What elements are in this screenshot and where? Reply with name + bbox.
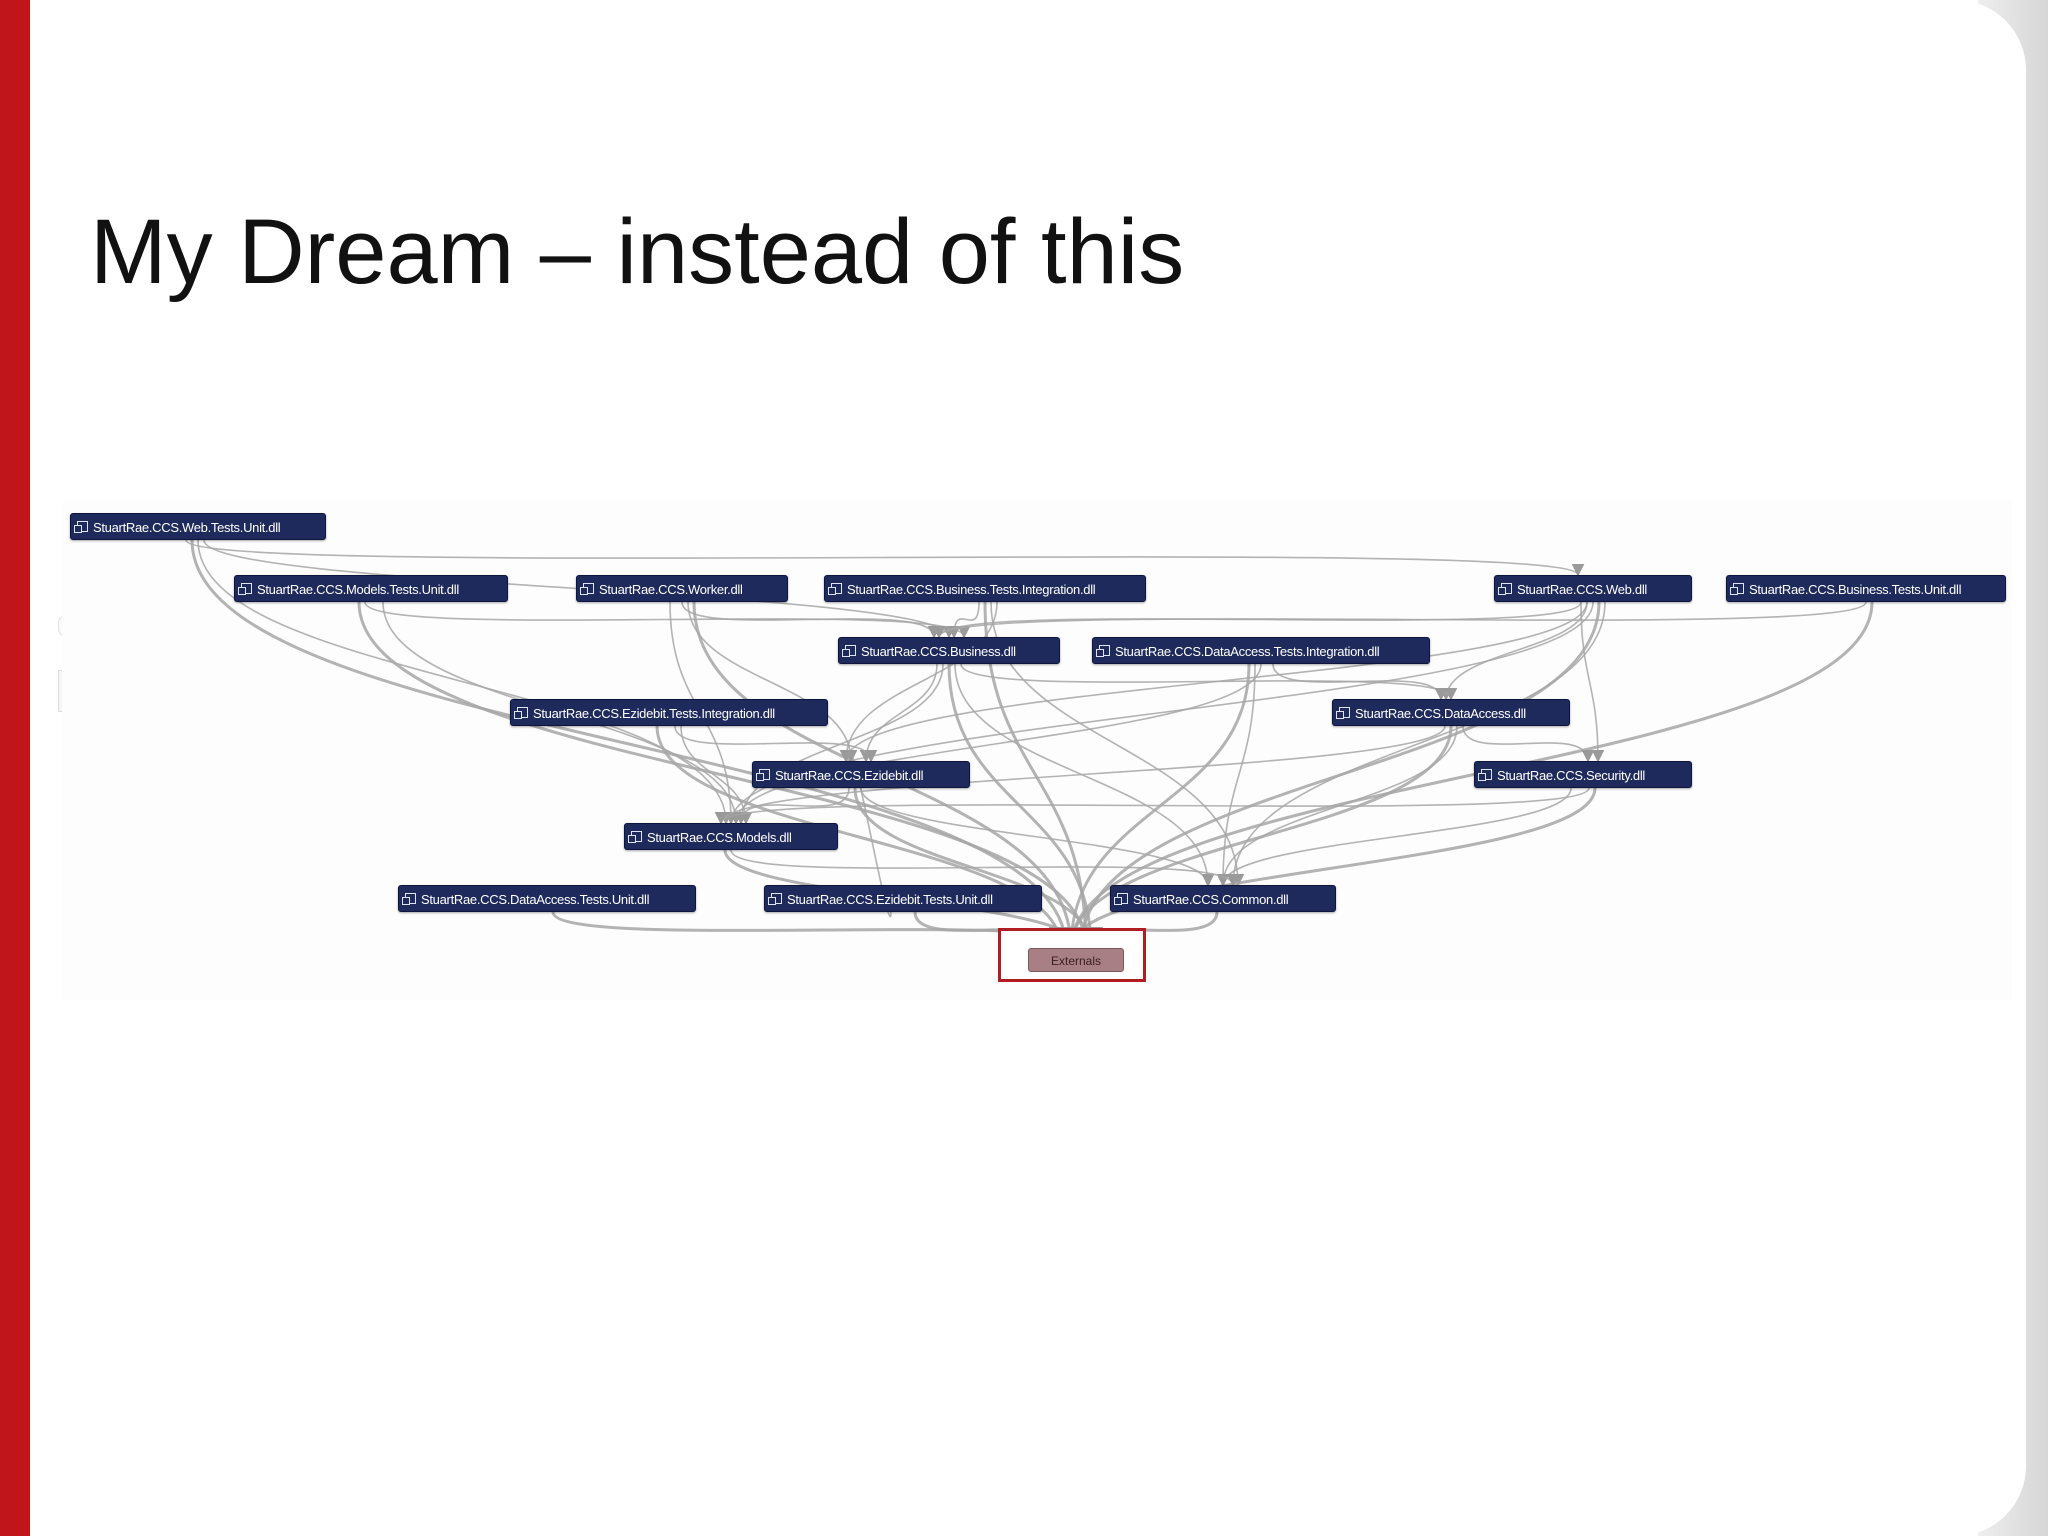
assembly-icon	[756, 769, 770, 781]
node-models-tests-unit[interactable]: StuartRae.CCS.Models.Tests.Unit.dll	[234, 575, 508, 602]
node-worker[interactable]: StuartRae.CCS.Worker.dll	[576, 575, 788, 602]
node-label: StuartRae.CCS.Models.Tests.Unit.dll	[257, 582, 459, 597]
assembly-icon	[514, 707, 528, 719]
node-label: StuartRae.CCS.Ezidebit.dll	[775, 768, 924, 783]
assembly-icon	[842, 645, 856, 657]
dependency-edge	[674, 725, 878, 763]
assembly-icon	[580, 583, 594, 595]
dependency-edge	[947, 663, 1103, 951]
node-label: StuartRae.CCS.Security.dll	[1497, 768, 1646, 783]
node-security[interactable]: StuartRae.CCS.Security.dll	[1474, 761, 1692, 788]
node-web[interactable]: StuartRae.CCS.Web.dll	[1494, 575, 1692, 602]
dependency-edge	[932, 601, 1867, 639]
node-label: Externals	[1050, 954, 1102, 968]
assembly-icon	[402, 893, 416, 905]
slide-title: My Dream – instead of this	[90, 201, 1185, 303]
node-business[interactable]: StuartRae.CCS.Business.dll	[838, 637, 1060, 664]
assembly-icon	[238, 583, 252, 595]
dependency-edge	[859, 663, 938, 763]
node-common[interactable]: StuartRae.CCS.Common.dll	[1110, 885, 1336, 912]
node-business-tests-unit[interactable]: StuartRae.CCS.Business.Tests.Unit.dll	[1726, 575, 2006, 602]
dependency-edge	[190, 539, 1078, 951]
assembly-icon	[768, 893, 782, 905]
dependency-edge	[730, 849, 1240, 887]
node-dataaccess-tests-integration[interactable]: StuartRae.CCS.DataAccess.Tests.Integrati…	[1092, 637, 1430, 664]
node-ezidebit-tests-unit[interactable]: StuartRae.CCS.Ezidebit.Tests.Unit.dll	[764, 885, 1042, 912]
node-label: StuartRae.CCS.Web.dll	[1517, 582, 1648, 597]
dependency-edge	[1580, 601, 1605, 763]
dependency-edge	[714, 787, 1590, 825]
dependency-graph: StuartRae.CCS.Web.Tests.Unit.dll StuartR…	[62, 500, 2012, 1000]
assembly-icon	[1730, 583, 1744, 595]
dependency-edge	[844, 749, 892, 918]
dependency-edge	[1272, 663, 1448, 701]
assembly-icon	[1096, 645, 1110, 657]
node-dataaccess[interactable]: StuartRae.CCS.DataAccess.dll	[1332, 699, 1570, 726]
node-label: StuartRae.CCS.Business.dll	[861, 644, 1016, 659]
dependency-edge	[839, 601, 998, 763]
dependency-edge	[364, 601, 971, 639]
assembly-icon	[828, 583, 842, 595]
node-label: StuartRae.CCS.Worker.dll	[599, 582, 743, 597]
dependency-edge	[1059, 787, 1597, 951]
assembly-icon	[1478, 769, 1492, 781]
node-web-tests-unit[interactable]: StuartRae.CCS.Web.Tests.Unit.dll	[70, 513, 326, 540]
dependency-edge	[1216, 787, 1572, 887]
node-label: StuartRae.CCS.Business.Tests.Unit.dll	[1749, 582, 1962, 597]
node-models[interactable]: StuartRae.CCS.Models.dll	[624, 823, 838, 850]
node-ezidebit-tests-integration[interactable]: StuartRae.CCS.Ezidebit.Tests.Integration…	[510, 699, 828, 726]
node-label: StuartRae.CCS.Common.dll	[1133, 892, 1289, 907]
dependency-edge	[1462, 725, 1595, 763]
node-externals[interactable]: Externals	[1028, 948, 1124, 972]
dependency-edge	[960, 663, 1458, 701]
node-label: StuartRae.CCS.Models.dll	[647, 830, 792, 845]
node-dataaccess-tests-unit[interactable]: StuartRae.CCS.DataAccess.Tests.Unit.dll	[398, 885, 696, 912]
assembly-icon	[628, 831, 642, 843]
node-ezidebit[interactable]: StuartRae.CCS.Ezidebit.dll	[752, 761, 970, 788]
graph-edges	[185, 539, 1874, 951]
dependency-edge	[357, 601, 1098, 951]
node-label: StuartRae.CCS.Web.Tests.Unit.dll	[93, 520, 281, 535]
dependency-edge	[687, 601, 858, 763]
dependency-edge	[1059, 601, 1874, 951]
node-label: StuartRae.CCS.DataAccess.dll	[1355, 706, 1526, 721]
node-label: StuartRae.CCS.DataAccess.Tests.Unit.dll	[421, 892, 650, 907]
dependency-edge	[729, 663, 1262, 825]
node-label: StuartRae.CCS.Business.Tests.Integration…	[847, 582, 1096, 597]
assembly-icon	[1336, 707, 1350, 719]
assembly-icon	[74, 521, 88, 533]
node-label: StuartRae.CCS.Ezidebit.Tests.Integration…	[533, 706, 775, 721]
dependency-edge	[947, 601, 980, 639]
dependency-edge	[734, 787, 850, 825]
accent-bar	[0, 0, 30, 1536]
node-label: StuartRae.CCS.DataAccess.Tests.Integrati…	[1115, 644, 1380, 659]
dependency-edge	[714, 725, 1446, 825]
assembly-icon	[1114, 893, 1128, 905]
node-label: StuartRae.CCS.Ezidebit.Tests.Unit.dll	[787, 892, 993, 907]
dependency-edge	[680, 725, 753, 825]
assembly-icon	[1498, 583, 1512, 595]
dependency-edge	[185, 539, 1585, 577]
dependency-edge	[734, 663, 944, 825]
node-business-tests-integration[interactable]: StuartRae.CCS.Business.Tests.Integration…	[824, 575, 1146, 602]
